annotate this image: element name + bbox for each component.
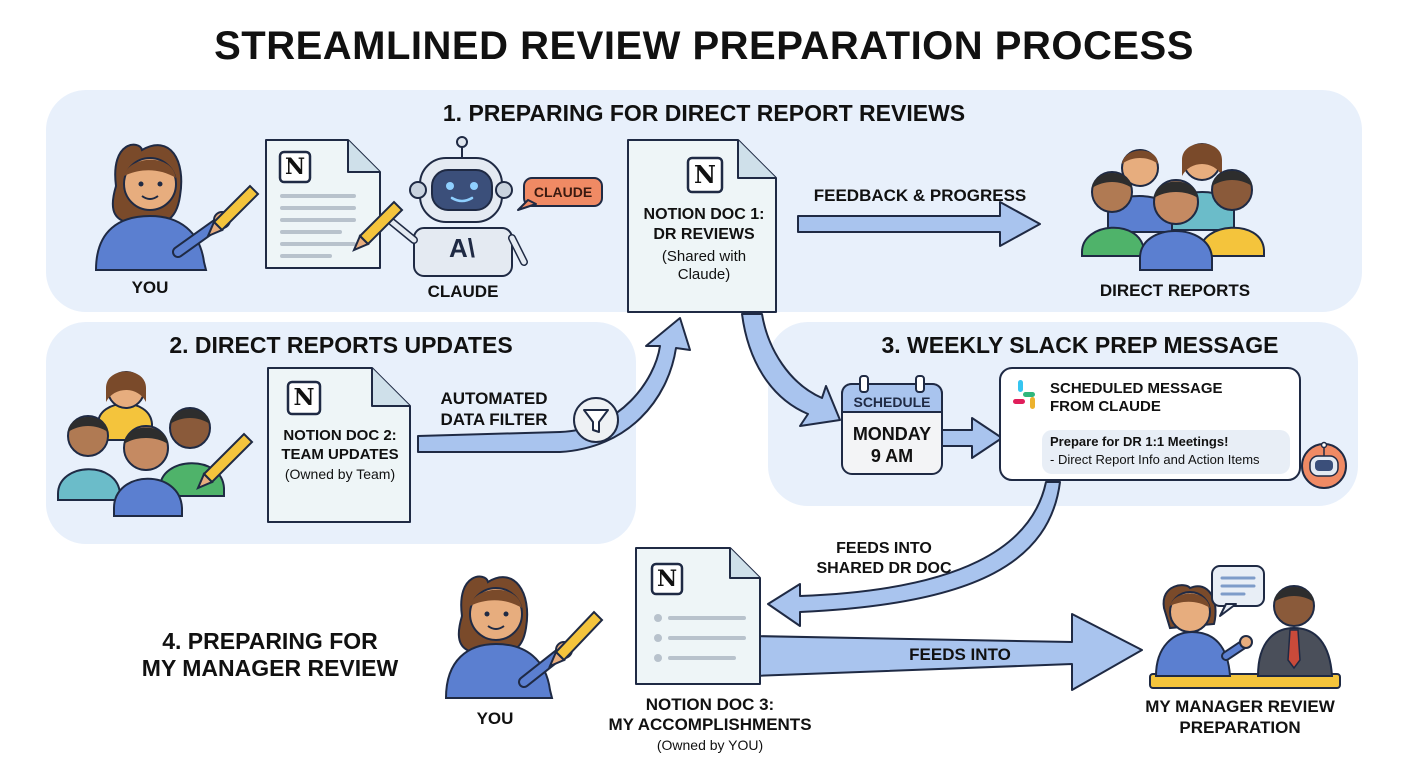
schedule-time: 9 AM [870, 446, 914, 466]
flow-label-filter-line1: AUTOMATED [440, 389, 548, 408]
flow-label-feedback: FEEDBACK & PROGRESS [813, 186, 1027, 205]
robot-icon [388, 136, 528, 277]
doc3-subtitle: (Owned by YOU) [656, 737, 764, 753]
flow-label-feeds-into: FEEDS INTO [909, 645, 1011, 664]
pencil-icon [206, 184, 260, 238]
label-manager-line1: MY MANAGER REVIEW [1145, 697, 1335, 716]
label-direct-reports: DIRECT REPORTS [1099, 281, 1251, 300]
doc3-title-line1: NOTION DOC 3: [645, 695, 775, 714]
chat-bubble-icon [1211, 565, 1265, 617]
label-you-top: YOU [131, 278, 169, 297]
person-you-bottom [444, 575, 573, 699]
flow-label-filter-line2: DATA FILTER [440, 410, 548, 429]
flow-label-feeds-shared-line2: SHARED DR DOC [816, 560, 952, 577]
section-4-title-line1: 4. PREPARING FOR [162, 628, 378, 654]
slack-message-line2: - Direct Report Info and Action Items [1050, 452, 1260, 467]
notion-icon [286, 380, 322, 416]
arrow-schedule-to-slack [941, 417, 1003, 459]
claude-avatar-icon [1301, 441, 1347, 489]
group-direct-reports-top [1081, 143, 1265, 271]
notion-doc-2-shape [267, 367, 411, 523]
doc2-subtitle: (Owned by Team) [284, 466, 396, 482]
page-title: STREAMLINED REVIEW PREPARATION PROCESS [214, 24, 1194, 68]
notion-glyph: N [656, 566, 678, 592]
arrow-slack-to-doc3 [767, 481, 1061, 627]
arrow-doc1-to-schedule [741, 313, 841, 427]
slack-message-bubble [1042, 430, 1290, 474]
slack-icon [1013, 380, 1035, 409]
pencil-icon [196, 432, 254, 490]
manager-meeting-scene [1149, 584, 1341, 689]
calendar-icon [841, 375, 943, 475]
claude-badge: CLAUDE [533, 184, 593, 200]
slack-title-line1: SCHEDULED MESSAGE [1050, 380, 1223, 397]
doc1-title-line1: NOTION DOC 1: [643, 206, 765, 223]
doc1-title-line2: DR REVIEWS [653, 226, 755, 243]
section-2-title: 2. DIRECT REPORTS UPDATES [169, 332, 513, 358]
claude-badge-shape [523, 177, 603, 207]
doc3-title-line2: MY ACCOMPLISHMENTS [608, 715, 812, 734]
schedule-header: SCHEDULE [853, 394, 931, 410]
notion-glyph: N [293, 384, 315, 411]
label-claude: CLAUDE [427, 282, 499, 301]
doc2-title-line1: NOTION DOC 2: [283, 427, 397, 444]
robot-pencil-icon [352, 200, 404, 252]
filter-funnel-icon [573, 397, 619, 443]
slack-message-line1: Prepare for DR 1:1 Meetings! [1050, 434, 1229, 449]
notion-glyph: N [694, 160, 716, 189]
label-you-bottom: YOU [476, 709, 514, 728]
notion-icon [650, 562, 684, 596]
notion-notes-doc [265, 139, 381, 269]
schedule-day: MONDAY [852, 424, 932, 444]
notion-icon [686, 156, 724, 194]
label-manager-line2: PREPARATION [1179, 718, 1301, 737]
arrow-feedback-progress [797, 201, 1041, 247]
section-4-title-line2: MY MANAGER REVIEW [141, 655, 399, 681]
slack-title-line2: FROM CLAUDE [1050, 398, 1161, 415]
anthropic-logo-icon: A\ [449, 233, 475, 263]
pencil-icon [548, 610, 604, 668]
flow-label-feeds-shared-line1: FEEDS INTO [836, 540, 932, 557]
doc1-subtitle-line1: (Shared with [661, 248, 747, 265]
arrow-doc3-to-manager [751, 613, 1143, 691]
doc2-title-line2: TEAM UPDATES [281, 446, 399, 463]
notion-icon [278, 150, 312, 184]
notion-glyph: N [284, 154, 306, 180]
notion-doc-1-shape [627, 139, 777, 313]
doc1-subtitle-line2: Claude) [677, 266, 731, 283]
section-3-title: 3. WEEKLY SLACK PREP MESSAGE [881, 332, 1279, 358]
section-1-title: 1. PREPARING FOR DIRECT REPORT REVIEWS [442, 100, 966, 126]
person-you-top [94, 143, 231, 271]
notion-doc-3-shape [635, 547, 761, 685]
